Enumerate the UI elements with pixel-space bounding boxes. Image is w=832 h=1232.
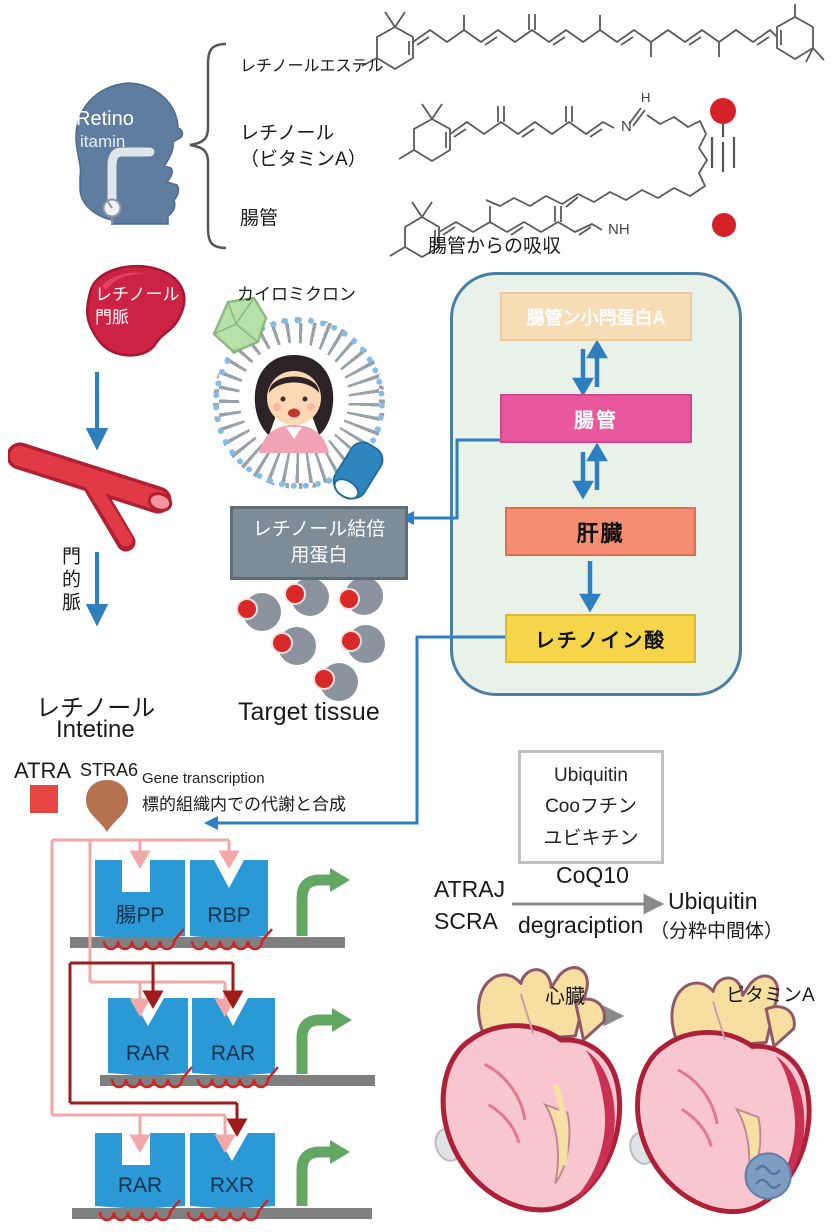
retinol-label-line1: レチノール xyxy=(36,695,156,722)
heart-before-icon xyxy=(434,966,623,1213)
chylomicron-label: カイロミクロン xyxy=(237,285,356,304)
receptor-label-r2-right: RAR xyxy=(211,1042,255,1065)
atra-label: ATRA xyxy=(14,758,72,783)
degradation-right-line2: （分粋中間体） xyxy=(650,921,784,942)
target-tissue-cells xyxy=(236,577,385,701)
ubiquitin-line2: Cooフチン xyxy=(545,796,637,818)
transcription-arrow-row1 xyxy=(296,868,350,936)
liver-label-line1: レチノール xyxy=(95,285,180,304)
atom-label-nh: NH xyxy=(608,221,630,238)
liver-label-line2: 門脈 xyxy=(95,308,129,327)
degradation-right-line1: Ubiquitin xyxy=(668,888,758,914)
dna-coil-row3 xyxy=(98,1199,269,1222)
stra6-label: STRA6 xyxy=(80,760,139,780)
brace-label-retinol-line1: レチノール xyxy=(240,123,335,144)
atra-square-icon xyxy=(30,785,58,813)
grouping-brace xyxy=(189,42,227,250)
atom-label-n: N xyxy=(621,118,632,135)
retinoic-to-gene-connector xyxy=(204,635,505,830)
portal-vein-arrow xyxy=(85,552,109,627)
retinol-label-line2: Intetine xyxy=(56,716,135,743)
degradation-arrow xyxy=(512,893,665,915)
dna-bar-row3 xyxy=(72,1208,372,1219)
absorption-caption: 腸管からの吸収 xyxy=(428,236,562,257)
dna-coil-row1 xyxy=(102,928,273,951)
dna-bar-row1 xyxy=(70,937,345,948)
metabolism-label: 標的組織内での代謝と合成 xyxy=(142,795,346,814)
retinoid-ligand-lines xyxy=(68,961,248,1138)
degradation-left-line2: SCRA xyxy=(434,908,498,934)
flow-box-liver: 肝臓 xyxy=(505,507,696,556)
vitamin-a-output-label: ビタミンA xyxy=(726,985,815,1006)
flow-box-intestine: 腸管 xyxy=(500,394,692,443)
receptor-boxes-row2 xyxy=(108,998,275,1076)
intestine-to-rbp-connector xyxy=(400,438,500,525)
receptor-label-r1-right: RBP xyxy=(207,904,250,927)
woman-face-icon xyxy=(254,355,334,453)
receptor-label-r2-left: RAR xyxy=(126,1042,170,1065)
target-tissue-label: Target tissue xyxy=(238,698,380,726)
transcription-arrow-row3 xyxy=(296,1140,350,1206)
head-title-line2: itamin xyxy=(80,132,126,151)
rbp-line1: レチノール結倍 xyxy=(252,519,386,541)
red-dot-icon xyxy=(712,213,736,237)
receptor-boxes-row1 xyxy=(95,860,268,940)
portal-vein-label: 門的脈 xyxy=(59,546,80,615)
brace-label-retinol-ester: レチノールエステル xyxy=(240,58,384,75)
blue-cylinder-icon xyxy=(332,441,384,500)
flow-box-retinoic-acid: レチノイン酸 xyxy=(505,614,696,663)
brace-label-intestine: 腸管 xyxy=(240,208,279,229)
brace-label-retinol-line2: （ビタミンA） xyxy=(240,149,367,170)
heart-after-icon xyxy=(629,974,812,1214)
dna-bar-row2 xyxy=(100,1075,375,1086)
panel-arrows-2 xyxy=(572,442,608,500)
head-silhouette-icon xyxy=(75,82,184,225)
atom-label-h: H xyxy=(641,90,650,105)
ubiquitin-box: Ubiquitin Cooフチン ユビキチン xyxy=(518,750,664,864)
molecule-retinylamide xyxy=(398,103,708,208)
degradation-below-label: degraciption xyxy=(518,912,644,938)
ubiquitin-line1: Ubiquitin xyxy=(554,764,628,786)
degradation-left-line1: ATRAJ xyxy=(434,876,506,902)
blood-vessel-icon xyxy=(8,442,173,552)
head-title-line1: Retino xyxy=(76,108,134,130)
panel-arrow-3 xyxy=(579,561,601,613)
receptor-label-r1-left: 腸PP xyxy=(115,904,164,927)
rbp-line2: 用蛋白 xyxy=(290,545,348,566)
dna-coil-row2 xyxy=(110,1066,279,1089)
receptor-label-r3-left: RAR xyxy=(118,1174,162,1197)
molecule-retinylamine xyxy=(389,201,603,258)
gene-transcription-label: Gene transcription xyxy=(142,770,265,787)
stra6-pin-icon xyxy=(86,780,128,832)
mitochondria-blob-icon xyxy=(744,1152,792,1200)
heart-arrow-label: 心臓 xyxy=(545,986,585,1008)
transcription-arrow-row2 xyxy=(296,1008,352,1074)
green-vesicle-icon xyxy=(212,296,268,354)
ubiquitin-line3: ユビキチン xyxy=(543,827,639,849)
liver-icon xyxy=(85,264,186,357)
receptor-boxes-row3 xyxy=(95,1133,275,1209)
flow-box-protein-a: 腸管ン小閂蛋白A xyxy=(500,292,692,341)
lollipop-icon xyxy=(710,98,736,172)
panel-arrows-1 xyxy=(572,339,608,397)
coq10-label: CoQ10 xyxy=(556,862,629,888)
molecule-retinol-ester xyxy=(361,4,825,70)
retinol-binding-protein-box: レチノール結倍 用蛋白 xyxy=(230,506,408,580)
liver-to-vessel-arrow xyxy=(85,372,109,451)
receptor-label-r3-right: RXR xyxy=(210,1174,254,1197)
